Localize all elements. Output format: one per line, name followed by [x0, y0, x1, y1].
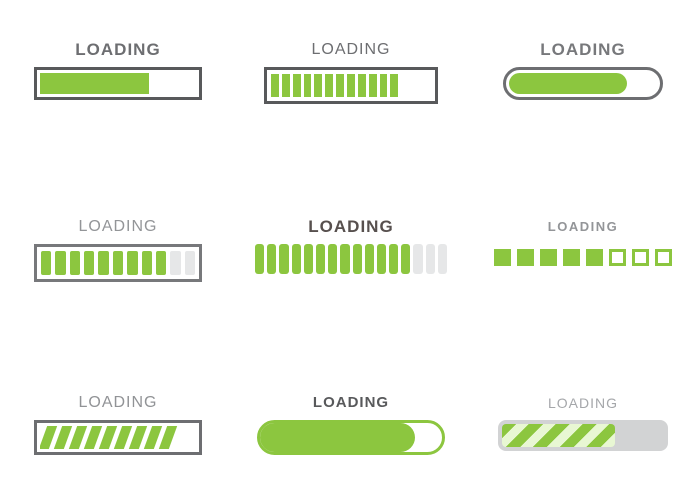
- progress-segment-empty: [401, 74, 409, 97]
- progress-bar-outlined-segmented-empty: [34, 244, 202, 282]
- progress-segment-filled: [55, 251, 66, 275]
- progress-square-filled: [563, 248, 580, 266]
- progress-square-empty: [655, 248, 672, 266]
- progress-segment-filled: [281, 74, 290, 97]
- loading-label: LOADING: [311, 41, 391, 58]
- loading-label: LOADING: [540, 40, 626, 59]
- loader-outlined-segmented-empty: LOADING: [0, 217, 236, 393]
- progress-segment-empty: [413, 244, 423, 274]
- progress-segment-filled: [291, 244, 301, 274]
- progress-square-filled: [540, 248, 557, 266]
- progress-segment-filled: [141, 251, 152, 275]
- progress-segment-filled: [155, 251, 167, 275]
- progress-bar-pill-outlined: [503, 67, 663, 100]
- progress-segment-filled: [389, 244, 399, 274]
- loader-pill-outlined: LOADING: [466, 40, 700, 217]
- progress-square-filled: [586, 248, 603, 266]
- progress-segment-filled: [127, 251, 138, 275]
- progress-segment-filled: [368, 74, 377, 97]
- progress-segment-empty: [437, 244, 447, 274]
- progress-segment-empty: [412, 74, 420, 97]
- progress-segment-empty: [423, 74, 431, 97]
- loader-gray-track-striped: LOADING: [466, 393, 700, 455]
- loader-outlined-segmented: LOADING: [236, 40, 466, 217]
- loading-bars-grid: LOADING LOADING LOADING LOADING LOADING …: [0, 40, 700, 455]
- progress-segment-filled: [328, 244, 338, 274]
- progress-segment-filled: [325, 74, 334, 97]
- progress-fill: [40, 73, 150, 94]
- progress-segment-filled: [379, 74, 388, 97]
- progress-bar-gray-track-striped: [498, 420, 668, 451]
- progress-segment-filled: [267, 244, 277, 274]
- progress-segment-empty: [425, 244, 435, 274]
- progress-segment-filled: [279, 244, 289, 274]
- progress-fill: [260, 423, 415, 452]
- progress-segment-filled: [314, 74, 323, 97]
- striped-progress-fill: [502, 424, 616, 447]
- progress-segment-filled: [271, 74, 279, 97]
- progress-stripe: [158, 426, 178, 449]
- progress-segment-filled: [84, 251, 95, 275]
- progress-segment-filled: [357, 74, 366, 97]
- progress-bar-bare-segmented: [255, 244, 447, 274]
- progress-square-empty: [609, 248, 626, 266]
- loading-label: LOADING: [78, 394, 158, 411]
- progress-segment-filled: [401, 244, 411, 274]
- progress-segment-filled: [315, 244, 326, 274]
- loading-label: LOADING: [75, 40, 161, 59]
- progress-segment-filled: [376, 244, 387, 274]
- progress-segment-filled: [336, 74, 345, 97]
- progress-segment-filled: [347, 74, 355, 97]
- progress-segment-filled: [390, 74, 399, 97]
- loader-diagonal-stripes: LOADING: [0, 393, 236, 455]
- loading-label: LOADING: [308, 217, 394, 236]
- loader-squares: LOADING: [466, 217, 700, 393]
- loading-label: LOADING: [547, 395, 618, 411]
- loader-outlined-solid: LOADING: [0, 40, 236, 217]
- progress-bar-squares: [494, 248, 672, 266]
- progress-segment-empty: [170, 251, 181, 275]
- progress-square-filled: [517, 248, 534, 266]
- progress-segment-filled: [303, 74, 312, 97]
- progress-segment-filled: [69, 251, 81, 275]
- stripe-clip: [40, 426, 196, 449]
- loading-label: LOADING: [547, 219, 619, 234]
- progress-segment-filled: [352, 244, 362, 274]
- progress-segment-filled: [98, 251, 109, 275]
- progress-segment-empty: [184, 251, 195, 275]
- progress-bar-outlined-segmented: [264, 67, 438, 104]
- progress-bar-green-pill: [257, 420, 445, 455]
- progress-segment-filled: [303, 244, 313, 274]
- progress-segment-filled: [292, 74, 301, 97]
- progress-segment-filled: [112, 251, 124, 275]
- progress-segment-filled: [340, 244, 350, 274]
- progress-bar-diagonal-stripes: [34, 420, 202, 455]
- loader-green-pill: LOADING: [236, 393, 466, 455]
- loading-label: LOADING: [312, 394, 390, 411]
- progress-segment-filled: [364, 244, 374, 274]
- progress-square-filled: [494, 248, 511, 266]
- progress-segment-filled: [255, 244, 265, 274]
- progress-square-empty: [632, 248, 649, 266]
- progress-fill: [509, 73, 628, 94]
- progress-segment-filled: [41, 251, 52, 275]
- loader-bare-segmented: LOADING: [236, 217, 466, 393]
- progress-bar-outlined-solid: [34, 67, 202, 100]
- loading-label: LOADING: [78, 218, 158, 235]
